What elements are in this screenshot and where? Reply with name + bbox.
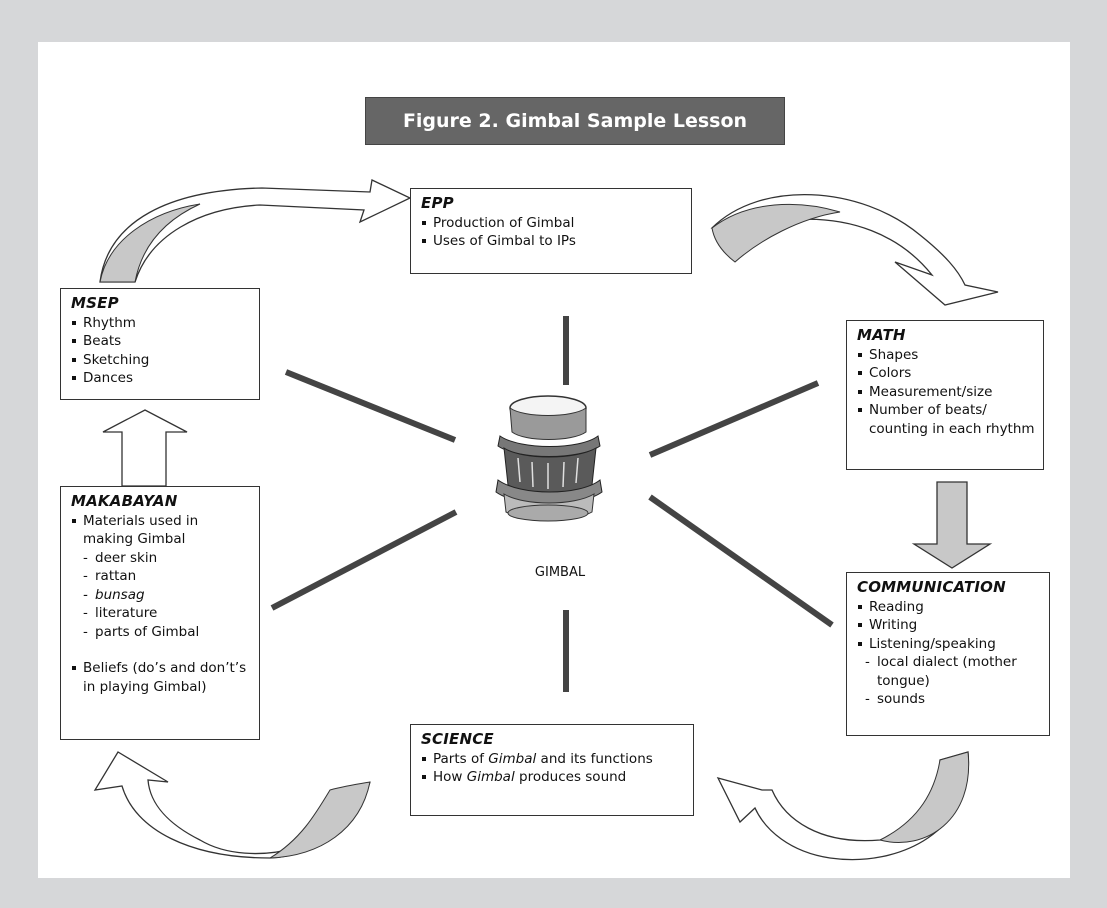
makabayan-item: Beliefs (do’s and don’t’s in playing Gim… <box>71 659 251 696</box>
up-arrow-icon <box>102 409 188 487</box>
epp-item: Uses of Gimbal to IPs <box>421 232 683 251</box>
connector-line-lower-left <box>270 509 458 611</box>
epp-item: Production of Gimbal <box>421 214 683 233</box>
math-box: MATH Shapes Colors Measurement/size Numb… <box>846 320 1044 470</box>
makabayan-heading: MAKABAYAN <box>71 492 178 510</box>
science-item-text: Parts of <box>433 750 489 767</box>
math-item: Number of beats/ counting in each rhythm <box>857 401 1035 438</box>
communication-subitem: sounds <box>857 690 1041 709</box>
science-item: How Gimbal produces sound <box>421 768 685 787</box>
science-item-text: and its functions <box>536 750 653 767</box>
communication-box: COMMUNICATION Reading Writing Listening/… <box>846 572 1050 736</box>
gimbal-drum-icon <box>495 395 603 522</box>
msep-heading: MSEP <box>71 294 119 312</box>
curved-arrow-icon-science-to-makabayan <box>93 751 371 859</box>
science-box: SCIENCE Parts of Gimbal and its function… <box>410 724 694 816</box>
makabayan-subitem: literature <box>71 604 251 623</box>
makabayan-box: MAKABAYAN Materials used in making Gimba… <box>60 486 260 740</box>
makabayan-subitem: bunsag <box>71 586 251 605</box>
science-item-text: produces sound <box>514 769 627 785</box>
msep-item: Sketching <box>71 351 251 370</box>
curved-arrow-icon-communication-to-science <box>716 751 970 861</box>
communication-item: Writing <box>857 616 1041 635</box>
communication-subitem: local dialect (mother tongue) <box>857 653 1041 690</box>
math-item: Colors <box>857 364 1035 383</box>
communication-heading: COMMUNICATION <box>857 578 1006 596</box>
curved-arrow-icon-msep-to-epp <box>99 179 412 283</box>
math-heading: MATH <box>857 326 906 344</box>
connector-line-upper-right <box>648 380 820 458</box>
science-item-text: How <box>433 769 467 785</box>
communication-item: Reading <box>857 598 1041 617</box>
msep-item: Rhythm <box>71 314 251 333</box>
epp-box: EPP Production of Gimbal Uses of Gimbal … <box>410 188 692 274</box>
curved-arrow-icon-epp-to-math <box>710 194 999 306</box>
makabayan-subitem: rattan <box>71 567 251 586</box>
math-item: Shapes <box>857 346 1035 365</box>
makabayan-subitem: deer skin <box>71 549 251 568</box>
msep-item: Dances <box>71 369 251 388</box>
makabayan-item: Materials used in making Gimbal <box>71 512 251 549</box>
connector-line-lower-right <box>648 494 834 628</box>
communication-item: Listening/speaking <box>857 635 1041 654</box>
figure-title: Figure 2. Gimbal Sample Lesson <box>365 97 785 145</box>
msep-box: MSEP Rhythm Beats Sketching Dances <box>60 288 260 400</box>
science-heading: SCIENCE <box>421 730 494 748</box>
makabayan-subitem: parts of Gimbal <box>71 623 251 642</box>
msep-item: Beats <box>71 332 251 351</box>
gimbal-label: GIMBAL <box>534 565 586 580</box>
science-item: Parts of Gimbal and its functions <box>421 750 685 769</box>
math-item: Measurement/size <box>857 383 1035 402</box>
connector-line-upper-left <box>284 369 457 443</box>
science-item-emphasis: Gimbal <box>466 769 515 785</box>
epp-heading: EPP <box>421 194 454 212</box>
down-arrow-icon <box>911 481 993 569</box>
science-item-emphasis: Gimbal <box>488 750 537 767</box>
